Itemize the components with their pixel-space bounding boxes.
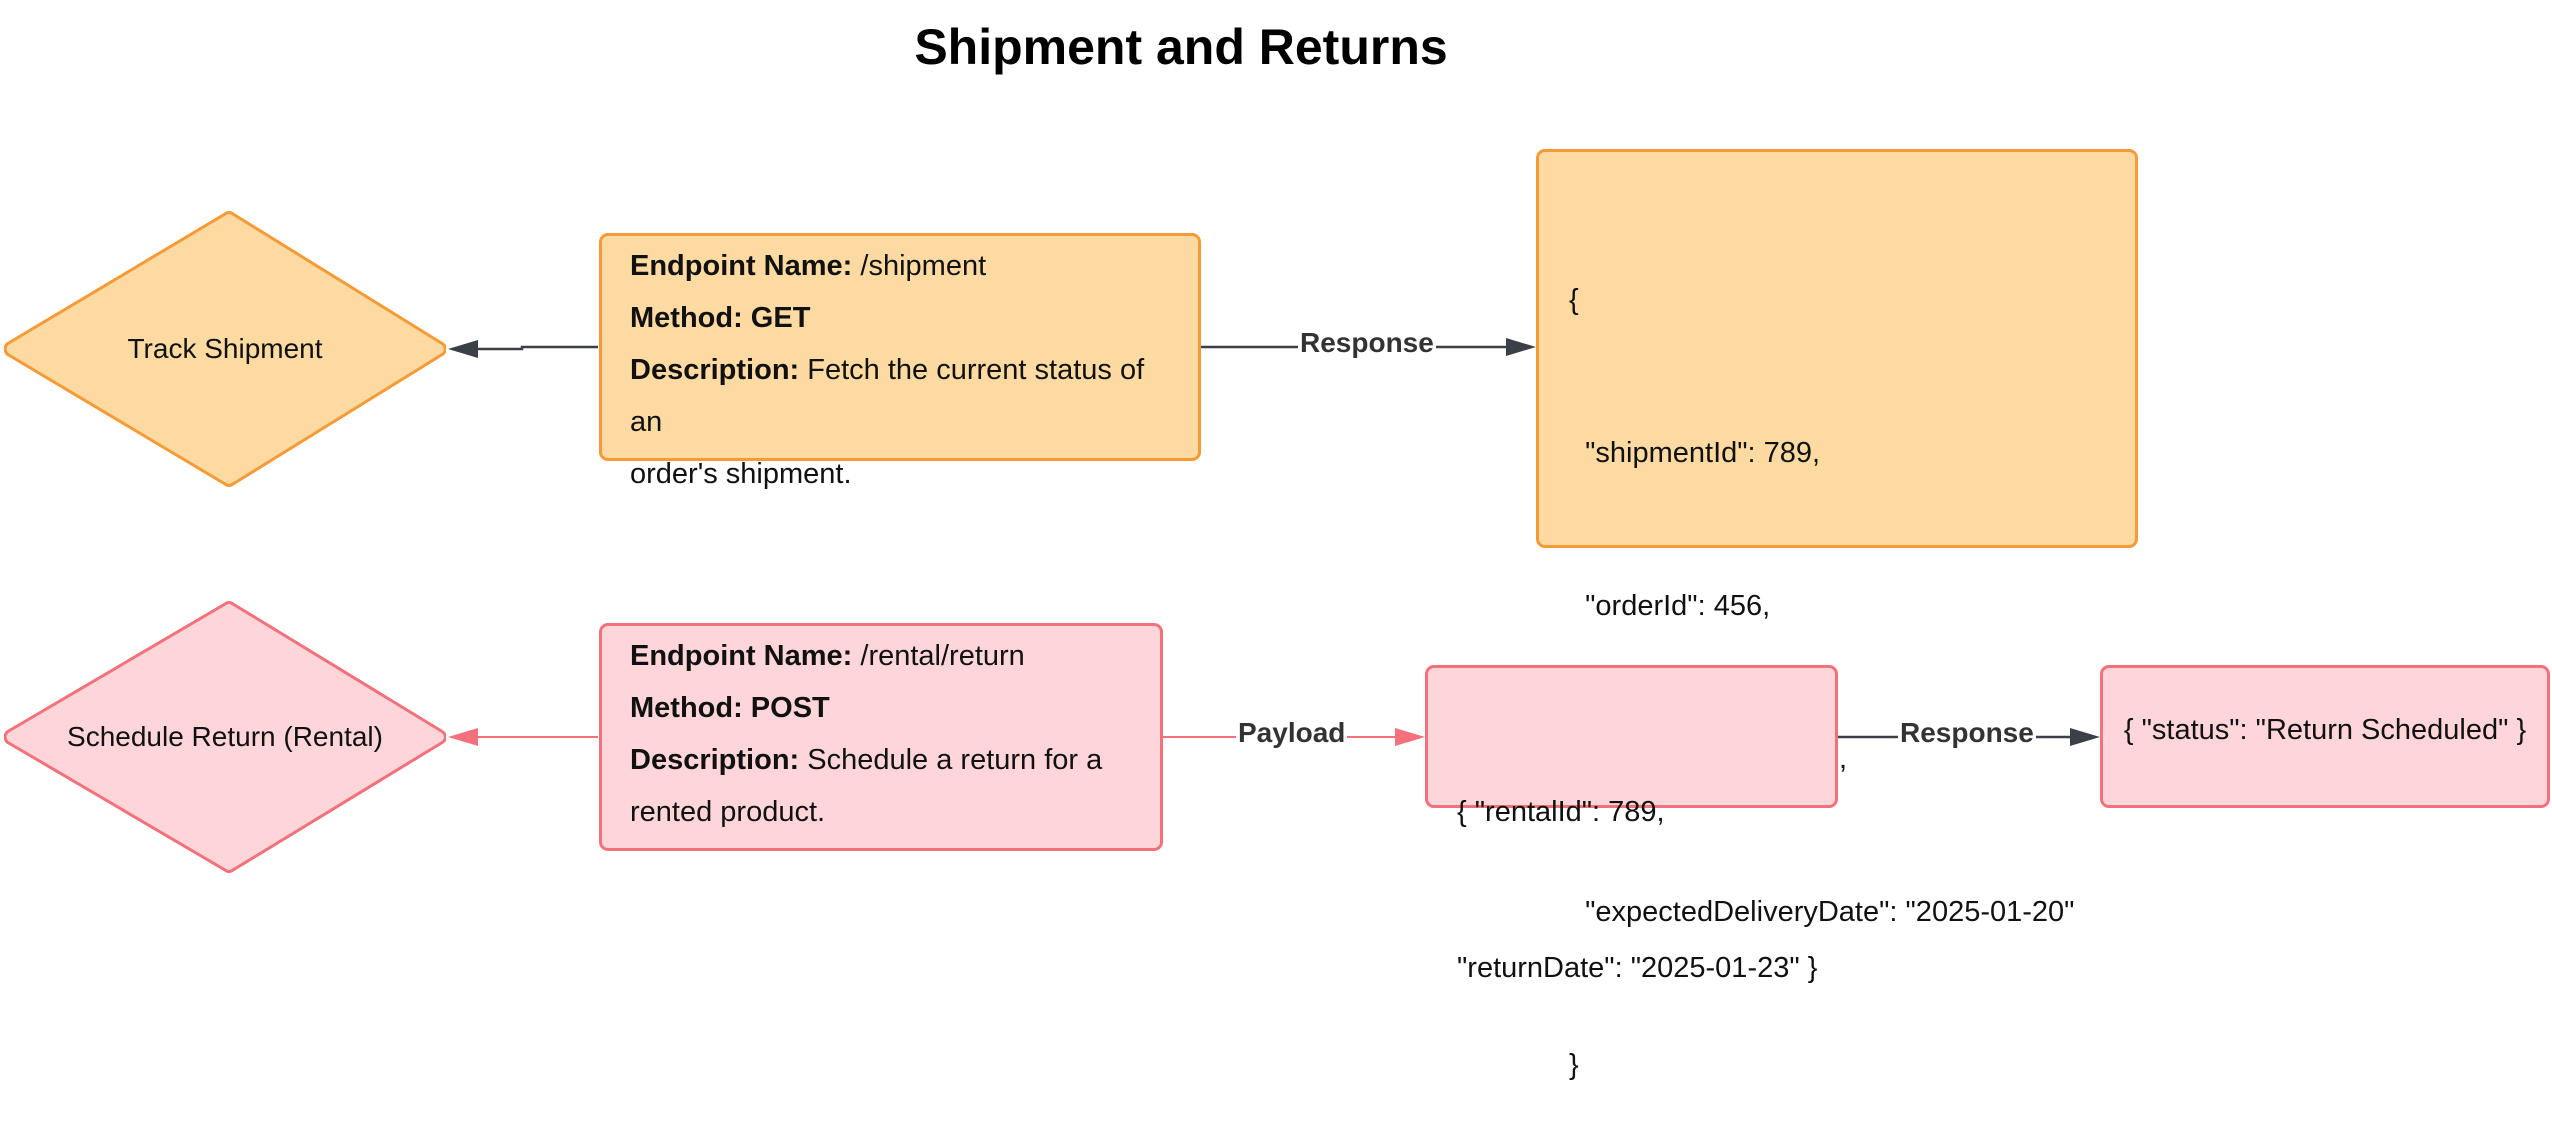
method-line: Method: POST xyxy=(630,682,1146,734)
json-line: { xyxy=(1569,284,1579,316)
return-response-text: { "status": "Return Scheduled" } xyxy=(2123,713,2527,746)
description-line-2: order's shipment. xyxy=(630,458,852,490)
description-line: Description: Fetch the current status of… xyxy=(630,344,1184,448)
payload-line: { "rentalId": 789, xyxy=(1457,796,1665,828)
return-response-box[interactable]: { "status": "Return Scheduled" } xyxy=(2100,665,2550,808)
description-label: Description: xyxy=(630,744,800,776)
track-shipment-decision[interactable]: Track Shipment xyxy=(4,211,446,487)
method-label: Method: POST xyxy=(630,692,830,724)
endpoint-name-value: /shipment xyxy=(852,250,987,282)
arrowhead-shipment-response xyxy=(1506,338,1536,356)
endpoint-name-label: Endpoint Name: xyxy=(630,250,853,282)
payload-box[interactable]: { "rentalId": 789, "returnDate": "2025-0… xyxy=(1425,665,1838,984)
track-shipment-label: Track Shipment xyxy=(127,333,323,364)
method-label: Method: GET xyxy=(630,302,811,334)
connector-shipment-to-decision xyxy=(452,345,598,351)
json-line: "expectedDeliveryDate": "2025-01-20" xyxy=(1569,896,2075,928)
rental-endpoint-box[interactable]: Endpoint Name: /rental/return Method: PO… xyxy=(599,623,1163,851)
json-line: } xyxy=(1569,1049,1579,1081)
schedule-return-label: Schedule Return (Rental) xyxy=(67,721,383,752)
endpoint-name-line: Endpoint Name: /shipment xyxy=(630,240,1184,292)
arrowhead-payload-response xyxy=(2070,728,2100,746)
arrowhead-rental-decision xyxy=(448,728,478,746)
diamond-shape xyxy=(4,601,446,873)
schedule-return-decision[interactable]: Schedule Return (Rental) xyxy=(4,601,446,873)
endpoint-name-line: Endpoint Name: /rental/return xyxy=(630,630,1146,682)
arrowhead-shipment-decision xyxy=(448,340,478,358)
json-line: "shipmentId": 789, xyxy=(1569,437,1821,469)
description-label: Description: xyxy=(630,354,800,386)
description-text-1: Fetch the current status of an xyxy=(630,354,1145,438)
description-text-1: Schedule a return for a xyxy=(799,744,1103,776)
payload-line: "returnDate": "2025-01-23" } xyxy=(1457,952,1818,984)
endpoint-name-value: /rental/return xyxy=(852,640,1025,672)
payload-edge-label: Payload xyxy=(1236,717,1348,749)
description-line: Description: Schedule a return for a xyxy=(630,734,1146,786)
return-response-edge-label: Response xyxy=(1898,717,2036,749)
shipment-response-box[interactable]: { "shipmentId": 789, "orderId": 456, "st… xyxy=(1536,149,2138,1081)
arrowhead-rental-payload xyxy=(1395,728,1425,746)
shipment-endpoint-box[interactable]: Endpoint Name: /shipment Method: GET Des… xyxy=(599,233,1201,490)
endpoint-name-label: Endpoint Name: xyxy=(630,640,853,672)
json-line: "orderId": 456, xyxy=(1569,590,1771,622)
method-line: Method: GET xyxy=(630,292,1184,344)
shipment-response-edge-label: Response xyxy=(1298,327,1436,359)
diagram-title: Shipment and Returns xyxy=(914,19,1448,75)
diamond-shape xyxy=(4,211,446,487)
description-line-2: rented product. xyxy=(630,796,826,828)
